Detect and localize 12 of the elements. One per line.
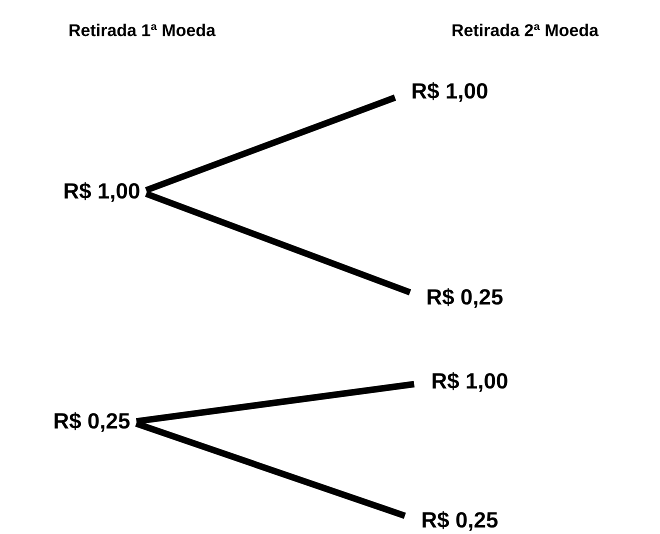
value-text: R$ 1,00 <box>412 82 488 102</box>
branch-line <box>136 380 415 425</box>
branch-line <box>145 190 412 296</box>
column-heading: Retirada 2ª Moeda <box>452 24 599 36</box>
value-text: R$ 0,25 <box>428 288 503 308</box>
value-text: R$ 0,25 <box>54 412 130 432</box>
branch-line <box>135 420 406 519</box>
column-heading: Retirada 1ª Moeda <box>70 24 216 36</box>
value-text: R$ 1,00 <box>432 372 508 392</box>
branch-line <box>145 94 396 194</box>
value-text: R$ 1,00 <box>64 182 140 202</box>
value-text: R$ 0,25 <box>422 511 498 531</box>
